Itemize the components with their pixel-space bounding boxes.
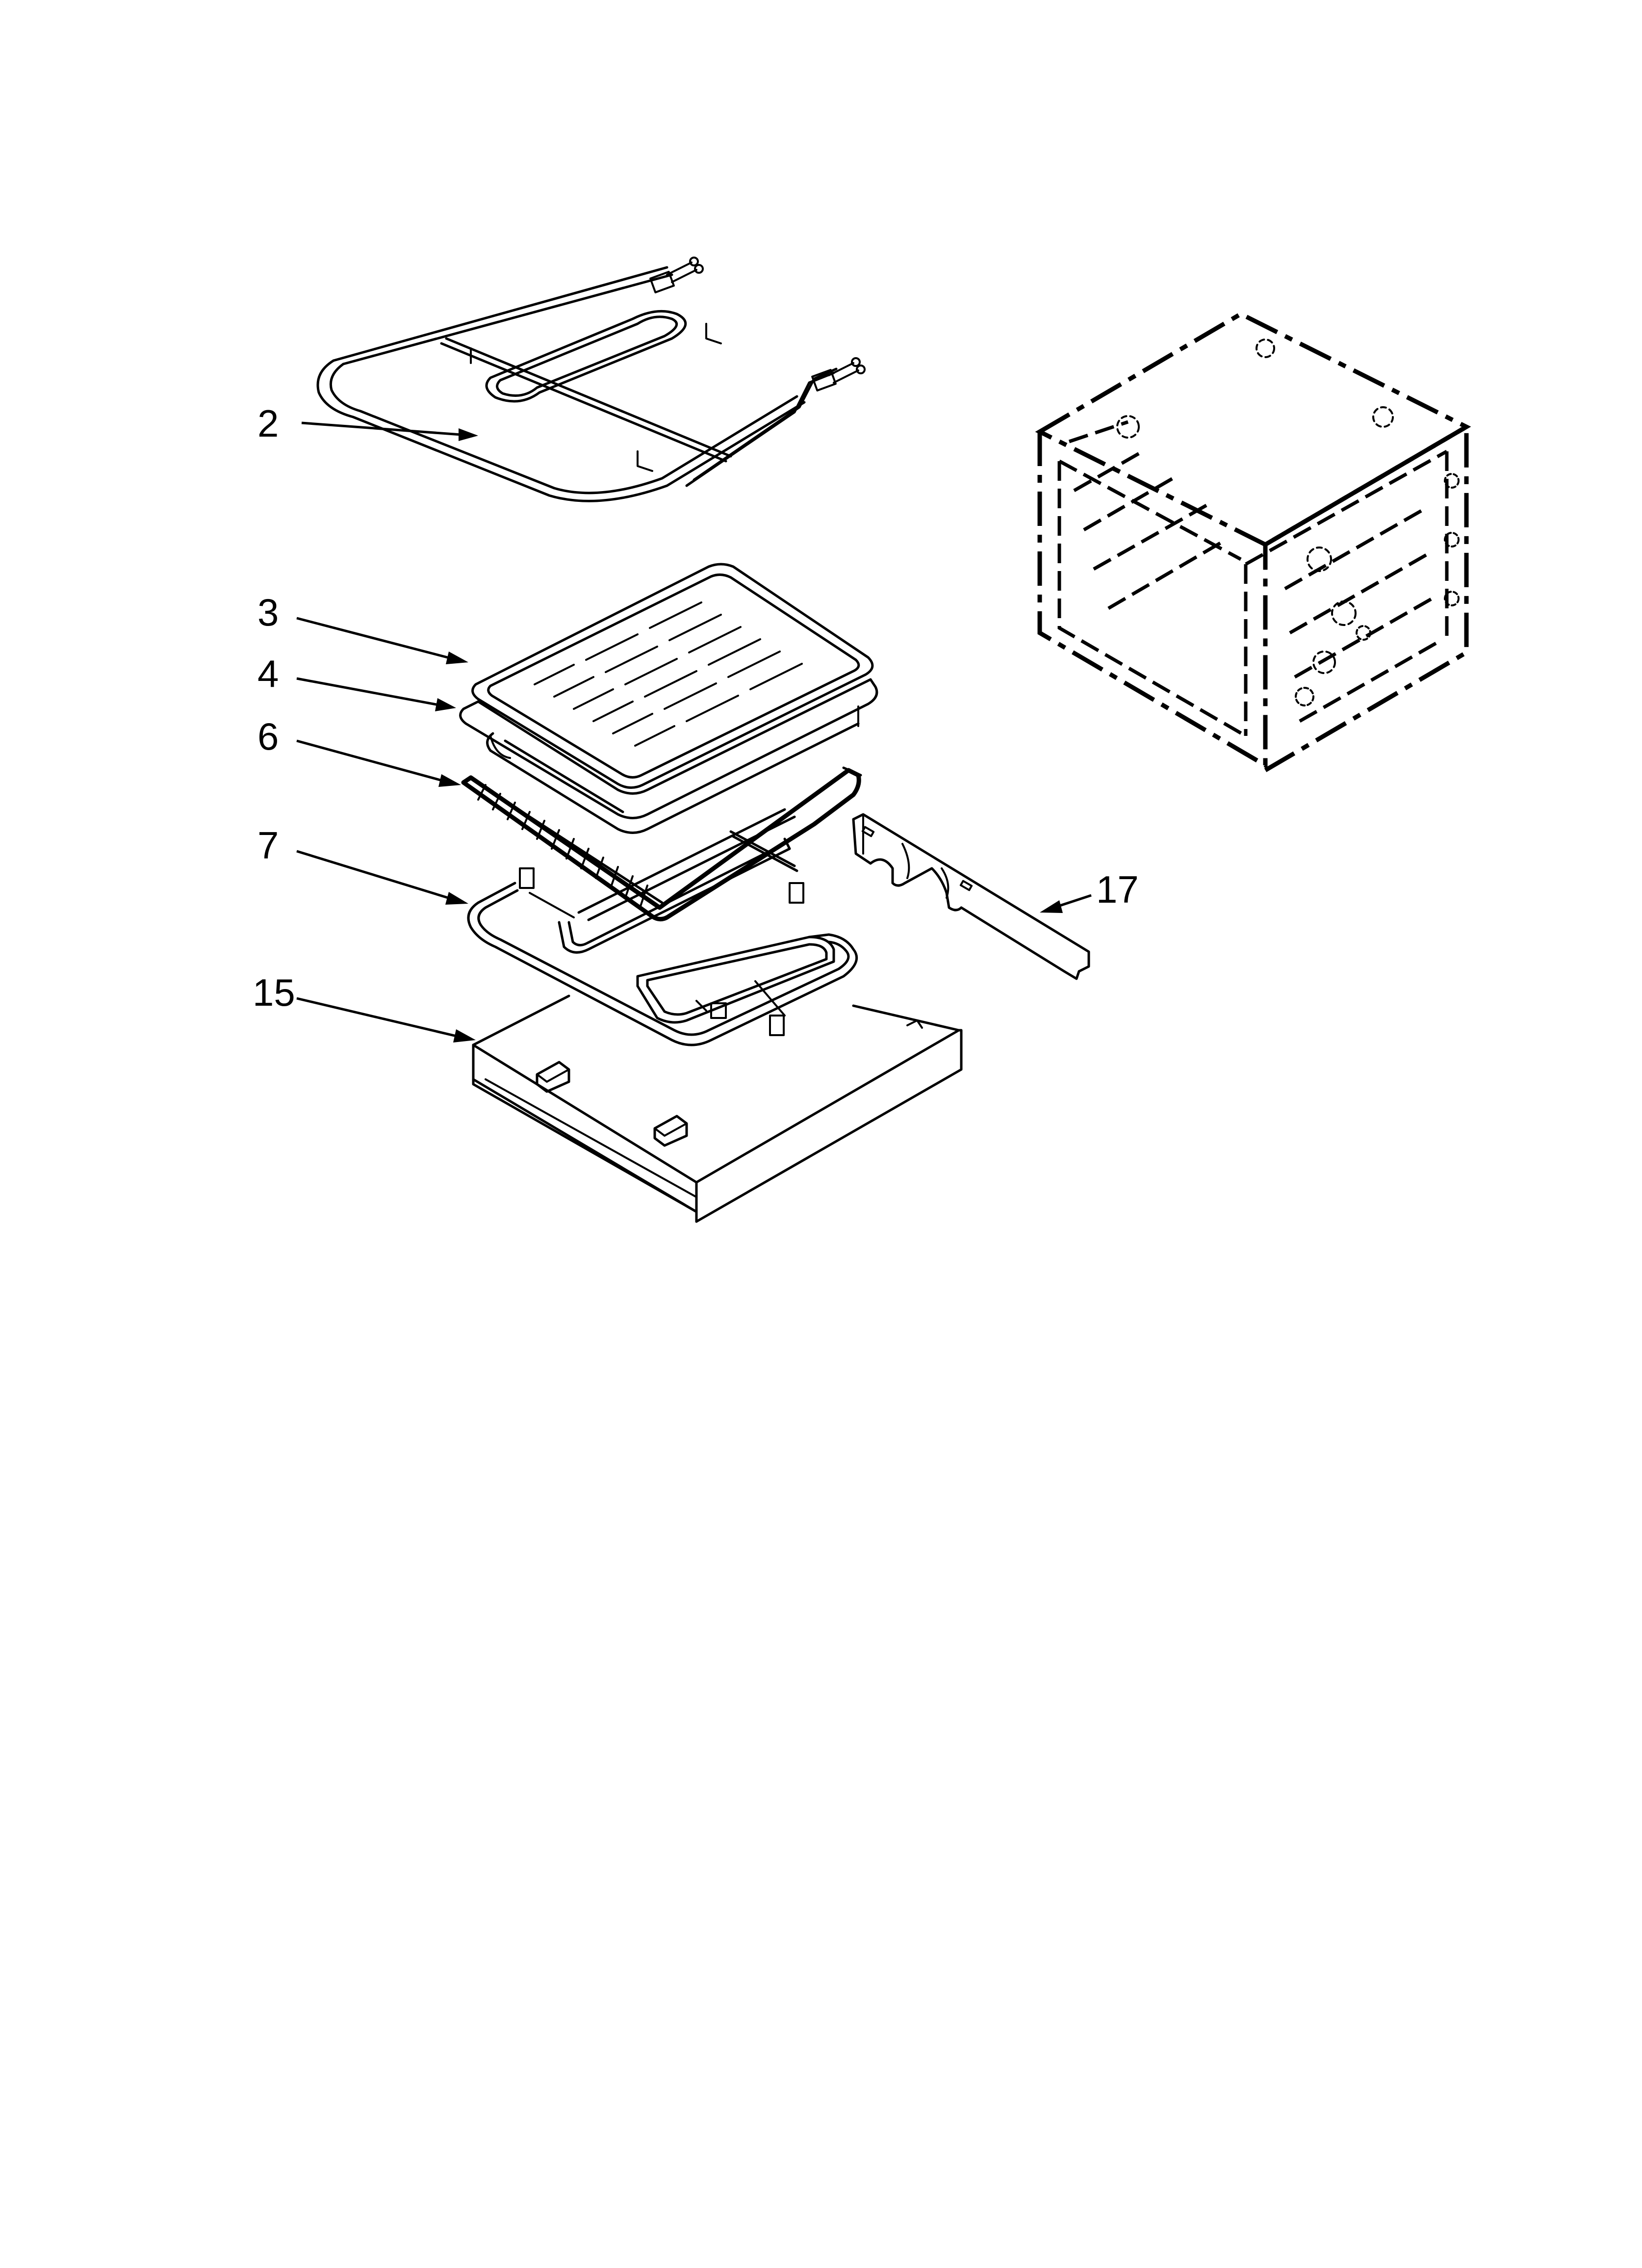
leader-17 xyxy=(1056,894,1092,908)
callout-2: 2 xyxy=(257,402,279,445)
leader-7 xyxy=(296,850,452,900)
callout-7: 7 xyxy=(257,824,279,867)
callout-4: 4 xyxy=(257,652,279,695)
leader-4 xyxy=(296,677,439,706)
arrowhead-4 xyxy=(435,698,456,711)
callout-6: 6 xyxy=(257,715,279,758)
reference-cabinet-outline xyxy=(1035,311,1471,772)
arrowhead-7 xyxy=(445,892,468,905)
part-4-broiler-pan xyxy=(459,678,878,834)
part-7-lower-heating-element xyxy=(467,808,858,1046)
callout-15: 15 xyxy=(253,971,295,1014)
callout-17: 17 xyxy=(1096,868,1139,911)
part-3-broiler-pan-grid xyxy=(471,563,874,789)
part-15-drip-tray xyxy=(472,994,963,1223)
part-6-oven-rack xyxy=(461,766,862,921)
leader-lines xyxy=(296,421,1092,1043)
leader-2 xyxy=(301,421,462,436)
arrowhead-6 xyxy=(438,774,461,787)
arrowhead-2 xyxy=(459,428,478,441)
leader-15 xyxy=(296,997,459,1038)
callout-labels: 2 3 4 6 7 15 17 xyxy=(253,402,1139,1014)
leader-3 xyxy=(296,617,452,660)
arrowhead-3 xyxy=(446,652,468,664)
arrowhead-17 xyxy=(1040,900,1063,913)
arrowhead-15 xyxy=(453,1029,476,1043)
part-17-mounting-bracket xyxy=(852,813,1090,980)
leader-6 xyxy=(296,739,444,782)
callout-3: 3 xyxy=(257,591,279,634)
part-2-upper-heating-element xyxy=(316,257,866,502)
